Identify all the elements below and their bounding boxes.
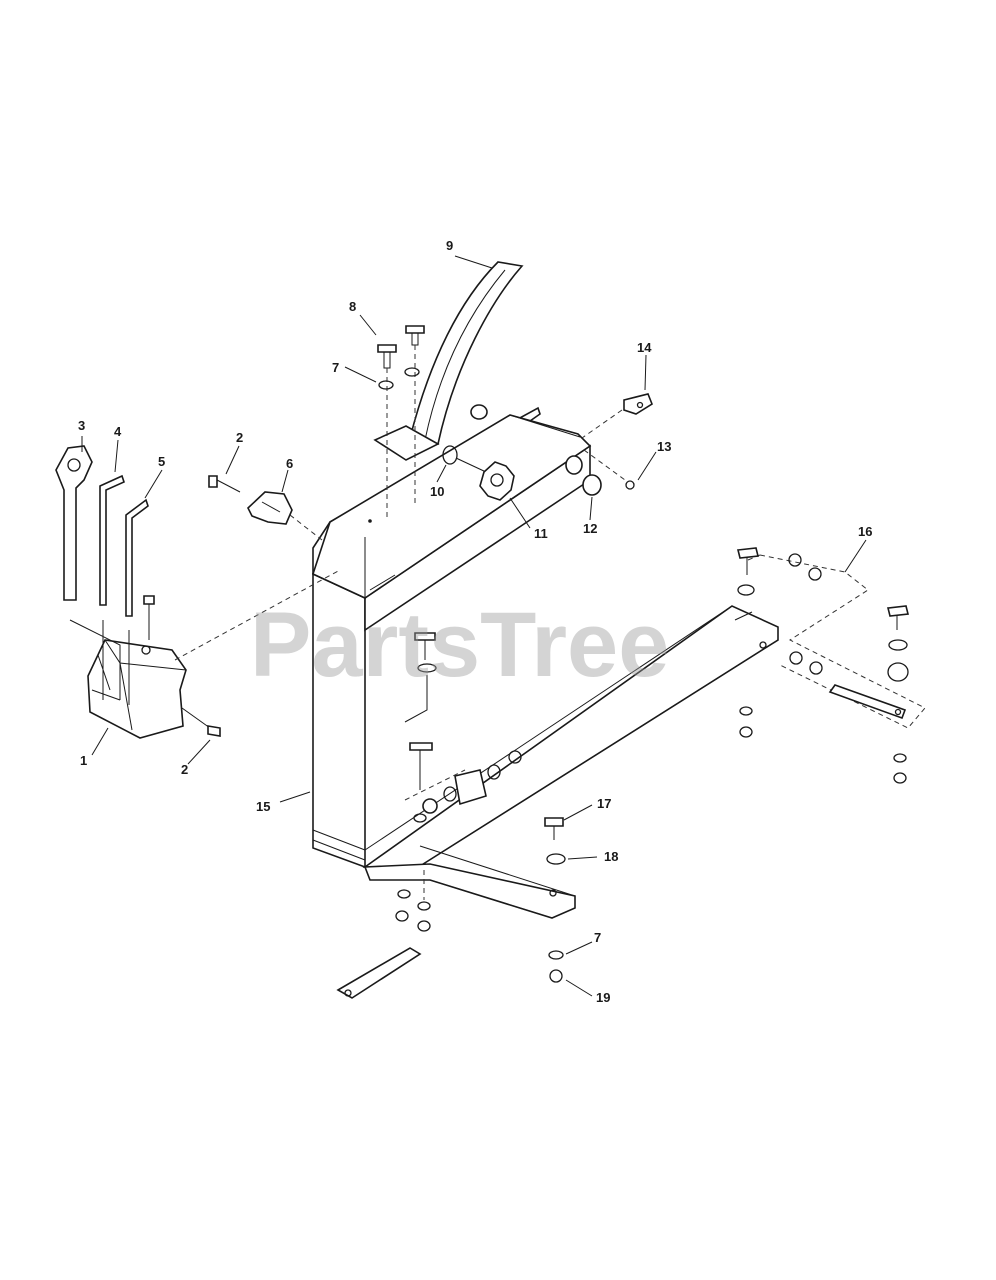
callout-17: 17 [597,796,611,811]
callout-7-lower: 7 [594,930,601,945]
pin-part-13 [583,449,635,490]
callout-11: 11 [534,526,548,541]
callout-18: 18 [604,849,618,864]
callout-10: 10 [430,484,444,499]
callout-1: 1 [80,753,87,768]
bushing-part-12 [565,455,602,496]
lower-foot-arm [363,845,576,919]
bolt-part-2-lower [181,707,221,737]
callout-16: 16 [858,524,872,539]
callout-19: 19 [596,990,610,1005]
bolt-part-2-upper [208,475,241,493]
wrench-part-3 [55,445,93,601]
hex-key-part-4 [99,474,125,606]
callout-5: 5 [158,454,165,469]
hex-key-part-5 [125,498,149,617]
hardware-stack-center [404,632,522,823]
curved-handle-part-9 [373,261,524,461]
callout-12: 12 [583,521,597,536]
clip-part-14 [581,393,653,439]
callout-6: 6 [286,456,293,471]
callout-13: 13 [657,439,671,454]
callout-9: 9 [446,238,453,253]
callout-2-lower: 2 [181,762,188,777]
clamp-part-6 [247,491,293,525]
callout-14: 14 [637,340,652,355]
callout-3: 3 [78,418,85,433]
screw-part-box [143,595,155,640]
callout-4: 4 [114,424,122,439]
bolt-part-8 [377,325,425,520]
upright-column-part-15 [312,406,592,869]
callout-8: 8 [349,299,356,314]
leader-lines [81,255,867,997]
callout-15: 15 [256,799,270,814]
knob-part-11 [442,404,515,501]
kit-part-16 [737,547,926,784]
callout-7-upper: 7 [332,360,339,375]
watermark: PartsTree [250,594,669,696]
callout-labels: 3 4 5 2 6 7 8 9 10 11 12 13 14 16 1 2 15… [78,238,872,1005]
callout-2-upper: 2 [236,430,243,445]
bottom-hardware [336,817,566,999]
